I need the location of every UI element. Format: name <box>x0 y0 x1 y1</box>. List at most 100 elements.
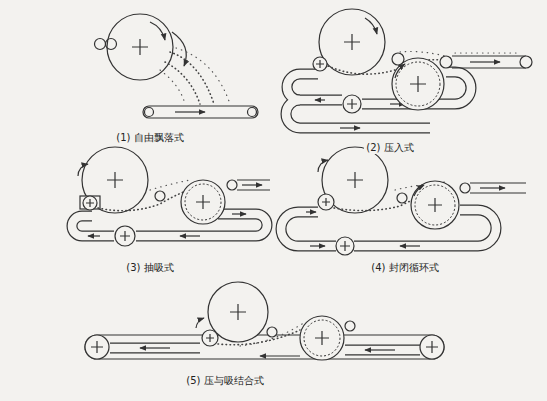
press-suction-illustration-part <box>345 321 355 331</box>
press-suction-illustration-part <box>85 335 109 359</box>
suction-illustration-part <box>72 216 114 236</box>
closed-loop-illustration-part <box>411 181 459 229</box>
closed-loop-illustration-part <box>306 211 316 212</box>
suction-illustration-part <box>180 235 200 236</box>
press-in-illustration-part <box>520 56 532 68</box>
suction-illustration-part <box>107 172 123 188</box>
closed-loop-illustration-part <box>400 245 420 246</box>
press-in-illustration-part <box>287 74 342 100</box>
caption-label: (2) 压入式 <box>364 142 415 154</box>
press-in-illustration-part <box>316 60 324 68</box>
closed-loop-illustration-part <box>318 194 334 210</box>
press-suction-illustration-part <box>345 346 420 355</box>
free-fall-illustration-part <box>107 14 173 80</box>
press-suction-illustration-part <box>304 320 340 356</box>
press-in-illustration-part <box>452 56 526 68</box>
closed-loop-illustration-part <box>414 185 424 196</box>
suction-illustration-part <box>155 191 165 201</box>
press-in-illustration-part <box>410 76 426 92</box>
press-suction-illustration-part <box>230 304 246 320</box>
closed-loop-illustration <box>281 147 526 255</box>
closed-loop-illustration-part <box>397 193 407 203</box>
press-suction-illustration-part <box>260 355 300 356</box>
free-fall-illustration-part <box>95 39 106 50</box>
suction-illustration-part <box>78 164 88 176</box>
press-suction-illustration-part <box>91 341 103 353</box>
suction-illustration-part <box>185 184 221 220</box>
suction-illustration-part <box>120 231 130 241</box>
suction-illustration-part <box>242 184 262 185</box>
suction-illustration <box>72 147 270 246</box>
suction-illustration-part <box>227 180 237 190</box>
press-in-illustration-part <box>313 57 327 71</box>
press-suction-illustration-part <box>240 322 305 346</box>
press-in-illustration-part <box>319 9 385 75</box>
press-in-illustration-part <box>455 52 520 53</box>
press-in-illustration-part <box>440 56 452 68</box>
press-in-illustration-part <box>287 74 342 100</box>
closed-loop-illustration-part <box>340 241 350 251</box>
press-suction-illustration-part <box>85 335 444 359</box>
press-suction-illustration-part <box>208 282 268 342</box>
press-suction-illustration-part <box>315 331 329 345</box>
press-suction-illustration-part <box>365 349 395 350</box>
caption-label: (1) 自由飘落式 <box>114 132 185 144</box>
closed-loop-illustration-part <box>336 237 354 255</box>
suction-illustration-part <box>82 147 148 213</box>
suction-illustration-part <box>232 213 246 214</box>
press-in-illustration-part <box>395 64 405 78</box>
suction-illustration-part <box>83 196 97 210</box>
suction-illustration-part <box>237 180 270 190</box>
caption-label: (4) 封闭循环式 <box>369 262 440 274</box>
press-suction-illustration-part <box>202 330 218 346</box>
caption-label: (3) 抽吸式 <box>124 262 175 274</box>
press-suction-illustration-part <box>110 344 200 353</box>
press-in-illustration-part <box>470 61 500 62</box>
suction-illustration-part <box>150 180 190 190</box>
caption-label: (5) 压与吸结合式 <box>184 375 265 387</box>
closed-loop-illustration-part <box>415 185 455 225</box>
closed-loop-illustration-part <box>347 172 363 188</box>
press-in-illustration-part <box>396 62 440 106</box>
press-suction-illustration-part <box>300 316 344 360</box>
free-fall-illustration-part <box>172 32 186 66</box>
press-in-illustration-part <box>392 58 444 110</box>
free-fall-illustration-part <box>106 39 117 50</box>
press-suction-illustration-part <box>426 341 438 353</box>
free-fall-illustration-part <box>175 111 205 112</box>
press-suction-illustration-part <box>196 318 204 328</box>
suction-illustration-part <box>196 195 210 209</box>
free-fall-illustration-part <box>176 48 230 104</box>
press-in-illustration-part <box>347 99 357 109</box>
free-fall-illustration-part <box>132 39 148 55</box>
suction-illustration-part <box>181 180 225 224</box>
suction-illustration-part <box>86 199 94 207</box>
press-in-illustration <box>286 9 532 128</box>
press-suction-illustration-part <box>110 343 200 354</box>
press-in-illustration-part <box>344 34 360 50</box>
press-in-illustration-part <box>400 52 445 57</box>
free-fall-illustration-part <box>143 106 258 118</box>
closed-loop-illustration-part <box>318 160 328 172</box>
closed-loop-illustration-part <box>322 198 330 206</box>
suction-illustration-part <box>115 226 135 246</box>
press-suction-illustration-part <box>140 347 170 348</box>
press-in-illustration-part <box>343 95 361 113</box>
closed-loop-illustration-part <box>480 187 505 188</box>
press-in-illustration-part <box>315 99 325 100</box>
free-fall-illustration-part <box>150 22 165 40</box>
free-fall-illustration-part <box>165 62 200 104</box>
free-fall-illustration-part <box>170 52 214 104</box>
closed-loop-illustration-part <box>281 212 336 246</box>
free-fall-illustration-part <box>160 70 185 104</box>
press-suction-illustration-part <box>345 345 420 356</box>
closed-loop-illustration-part <box>428 198 442 212</box>
free-fall-illustration <box>95 14 259 118</box>
suction-illustration-part <box>88 235 100 236</box>
press-suction-illustration-part <box>420 335 444 359</box>
closed-loop-illustration-part <box>281 212 336 246</box>
suction-illustration-part <box>80 196 100 209</box>
press-suction-illustration-part <box>206 334 214 342</box>
